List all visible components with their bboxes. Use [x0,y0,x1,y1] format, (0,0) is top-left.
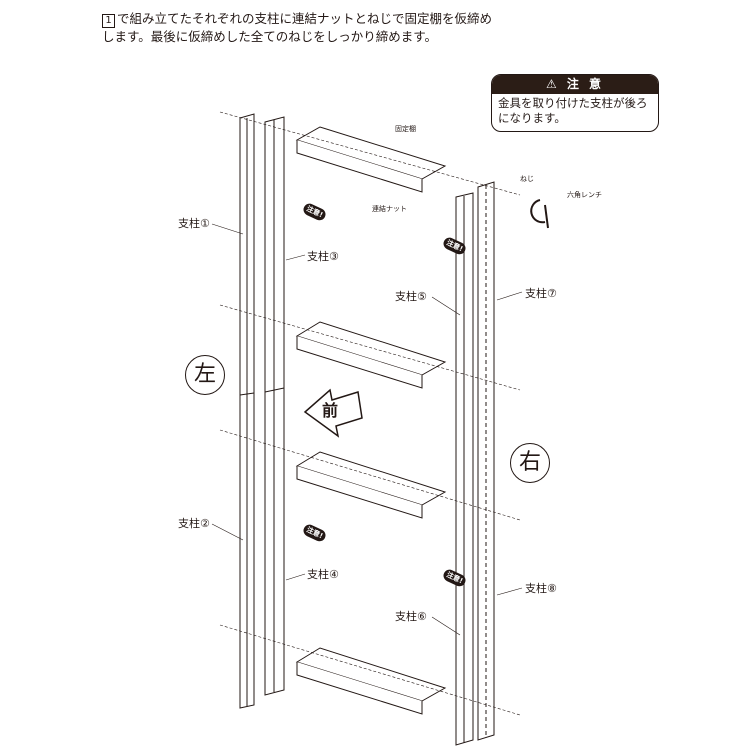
nut-label: 連結ナット [372,205,407,213]
post-5-label: 支柱⑤ [395,290,427,303]
shelves [295,126,447,715]
instruction-line-2: します。最後に仮締めした全てのねじをしっかり締めます。 [102,29,438,44]
caution-body: 金具を取り付けた支柱が後ろになります。 [498,96,648,125]
post-2-label: 支柱② [178,517,210,530]
guide-lines [219,111,521,716]
front-arrow-icon [303,388,363,438]
screw-label: ねじ [520,175,534,183]
hex-wrench-icon [530,199,549,229]
front-label: 前 [322,401,339,420]
post-7-label: 支柱⑦ [525,287,557,300]
post-8-label: 支柱⑧ [525,582,557,595]
post-3-label: 支柱③ [307,250,339,263]
post-6-label: 支柱⑥ [395,610,427,623]
post-7-8 [477,181,495,741]
post-3-4 [264,116,285,696]
leader-lines [211,223,523,636]
caution-title: ⚠ 注 意 [492,75,658,94]
shelf-label: 固定棚 [395,125,416,133]
caution-box: ⚠ 注 意 金具を取り付けた支柱が後ろになります。 [491,74,659,132]
post-1-2 [239,113,255,709]
left-marker: 左 [185,355,225,395]
wrench-label: 六角レンチ [567,191,602,199]
post-1-label: 支柱① [178,217,210,230]
post-4-label: 支柱④ [307,568,339,581]
post-5-6 [455,192,474,746]
instruction-line-1: で組み立てたそれぞれの支柱に連結ナットとねじで固定棚を仮締め [117,11,493,26]
right-marker: 右 [510,443,550,483]
